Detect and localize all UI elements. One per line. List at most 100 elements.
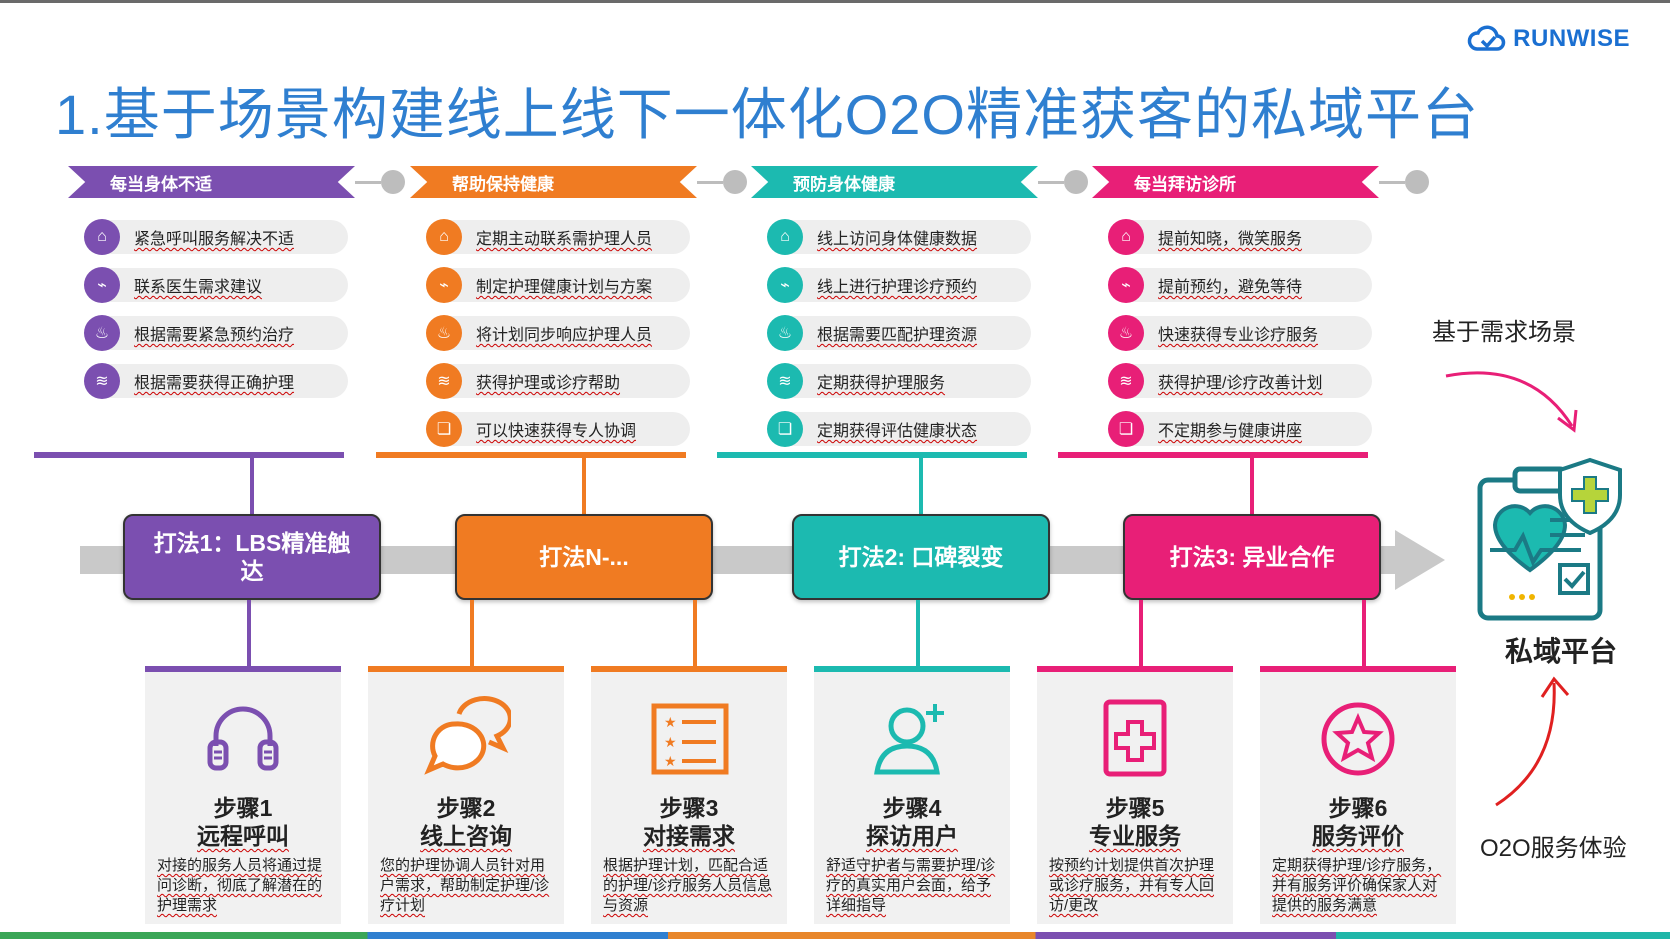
logo-text: RUNWISE bbox=[1513, 25, 1630, 52]
step-description: 定期获得护理/诊疗服务，并有服务评价确保家人对提供的服务满意 bbox=[1272, 857, 1442, 914]
step-number: 步骤2 bbox=[436, 795, 496, 821]
step-number: 步骤3 bbox=[659, 795, 719, 821]
svg-text:★: ★ bbox=[664, 734, 677, 750]
step-card-topbar bbox=[368, 666, 564, 672]
step-card-topbar bbox=[1037, 666, 1233, 672]
scenario-item: ⌂提前知晓，微笑服务 bbox=[1108, 219, 1372, 255]
scenario-banner-label: 预防身体健康 bbox=[751, 166, 1038, 198]
scenario-item: ⌁联系医生需求建议 bbox=[84, 267, 348, 303]
cloud-logo-icon bbox=[1467, 25, 1506, 51]
scenario-item-label: 根据需要紧急预约治疗 bbox=[134, 327, 295, 344]
step-card-topbar bbox=[145, 666, 341, 672]
step-card-topbar bbox=[1260, 666, 1456, 672]
scenario-item-label: 制定护理健康计划与方案 bbox=[476, 279, 653, 296]
scenario-item: ♨ 将计划同步响应护理人员 bbox=[426, 315, 690, 351]
ambulance-icon: ♨ bbox=[767, 315, 803, 351]
scenario-banner: 每当身体不适 bbox=[68, 166, 405, 198]
svg-text:★: ★ bbox=[664, 714, 677, 730]
step-card-topbar bbox=[591, 666, 787, 672]
scenario-item: ❏定期获得评估健康状态 bbox=[767, 411, 1031, 447]
bell-icon: ⌂ bbox=[767, 219, 803, 255]
step-name: 探访用户 bbox=[866, 823, 958, 849]
scenario-item-label: 提前预约，避免等待 bbox=[1158, 279, 1303, 296]
step-connector bbox=[1362, 600, 1366, 666]
bed-icon: ≋ bbox=[767, 363, 803, 399]
step-description: 您的护理协调人员针对用户需求，帮助制定护理/诊疗计划 bbox=[380, 857, 550, 914]
scenario-item: ⌁ 线上进行护理诊疗预约 bbox=[767, 267, 1031, 303]
step-connector bbox=[1139, 600, 1143, 666]
bell-icon: ⌂ bbox=[426, 219, 462, 255]
step-description: 舒适守护者与需要护理/诊疗的真实用户会面，给予详细指导 bbox=[826, 857, 996, 914]
bed-icon: ≋ bbox=[426, 363, 462, 399]
scenario-connector bbox=[1250, 458, 1254, 514]
scenario-banner: 每当拜访诊所 bbox=[1092, 166, 1429, 198]
banner-connector bbox=[697, 180, 723, 184]
scenario-item: ⌂ 定期主动联系需护理人员 bbox=[426, 219, 690, 255]
top-border bbox=[0, 0, 1670, 3]
play-box: 打法2: 口碑裂变 bbox=[792, 514, 1050, 600]
scenario-item-label: 定期主动联系需护理人员 bbox=[476, 231, 653, 248]
scenario-banner: 预防身体健康 bbox=[751, 166, 1088, 198]
cards-icon: ❏ bbox=[1108, 411, 1144, 447]
scenario-item: ⌂紧急呼叫服务解决不适 bbox=[84, 219, 348, 255]
private-platform-label: 私域平台 bbox=[1505, 636, 1618, 667]
step-name: 远程呼叫 bbox=[197, 823, 289, 849]
scenario-item-label: 联系医生需求建议 bbox=[134, 279, 263, 296]
play-label: 打法1：LBS精准触达 bbox=[153, 530, 351, 584]
page-title: 1.基于场景构建线上线下一体化O2O精准获客的私域平台 bbox=[55, 83, 1479, 146]
curved-arrow-down-icon bbox=[1445, 371, 1578, 433]
step-number: 步骤1 bbox=[213, 795, 273, 821]
scenario-item-label: 线上进行护理诊疗预约 bbox=[817, 279, 978, 296]
scenario-item-label: 定期获得评估健康状态 bbox=[817, 423, 978, 440]
step-description: 对接的服务人员将通过提问诊断，彻底了解潜在的护理需求 bbox=[157, 857, 323, 914]
scenario-connector bbox=[582, 458, 586, 514]
scenario-item: ♨ 根据需要匹配护理资源 bbox=[767, 315, 1031, 351]
scenario-item: ❏ 不定期参与健康讲座 bbox=[1108, 411, 1372, 447]
step-number: 步骤4 bbox=[882, 795, 942, 821]
scenario-item-label: 将计划同步响应护理人员 bbox=[476, 327, 653, 344]
step-card-topbar bbox=[814, 666, 1010, 672]
scenario-item: ♨根据需要紧急预约治疗 bbox=[84, 315, 348, 351]
play-label: 打法N-... bbox=[539, 544, 629, 570]
step-name: 线上咨询 bbox=[420, 823, 512, 849]
bottom-color-strip bbox=[0, 932, 1670, 939]
scenario-item: ⌂线上访问身体健康数据 bbox=[767, 219, 1031, 255]
banner-connector bbox=[1038, 180, 1064, 184]
play-label: 打法3: 异业合作 bbox=[1169, 544, 1335, 570]
treadmill-icon: ⌁ bbox=[767, 267, 803, 303]
bed-icon: ≋ bbox=[84, 363, 120, 399]
scenario-item: ⌁制定护理健康计划与方案 bbox=[426, 267, 690, 303]
scenario-item-label: 定期获得护理服务 bbox=[817, 375, 946, 392]
scenario-item-label: 根据需要匹配护理资源 bbox=[817, 327, 978, 344]
play-box: 打法1：LBS精准触达 bbox=[123, 514, 381, 600]
banner-dot bbox=[723, 170, 747, 194]
step-description: 按预约计划提供首次护理或诊疗服务，并有专人回访/更改 bbox=[1049, 857, 1215, 914]
scenario-item-label: 不定期参与健康讲座 bbox=[1158, 423, 1303, 440]
banner-dot bbox=[381, 170, 405, 194]
step-number: 步骤5 bbox=[1105, 795, 1165, 821]
scenario-banner-label: 每当身体不适 bbox=[68, 166, 355, 198]
scenario-underline bbox=[1058, 452, 1368, 458]
scenario-banner: 帮助保持健康 bbox=[410, 166, 747, 198]
step-connector bbox=[470, 600, 474, 666]
scenario-item-label: 提前知晓，微笑服务 bbox=[1158, 231, 1303, 248]
curved-arrow-up-icon bbox=[1495, 676, 1570, 807]
play-box: 打法3: 异业合作 bbox=[1123, 514, 1381, 600]
step-connector bbox=[247, 600, 251, 666]
need-scenario-label: 基于需求场景 bbox=[1432, 319, 1576, 346]
star-badge-icon bbox=[1313, 694, 1403, 784]
treadmill-icon: ⌁ bbox=[1108, 267, 1144, 303]
add-user-icon bbox=[867, 694, 957, 784]
clipboard-shield-icon bbox=[1477, 457, 1622, 621]
scenario-item: ⌁ 提前预约，避免等待 bbox=[1108, 267, 1372, 303]
scenario-banner-label: 每当拜访诊所 bbox=[1092, 166, 1379, 198]
scenario-item-label: 获得护理或诊疗帮助 bbox=[476, 375, 621, 392]
ambulance-icon: ♨ bbox=[426, 315, 462, 351]
scenario-underline bbox=[717, 452, 1027, 458]
scenario-item: ❏可以快速获得专人协调 bbox=[426, 411, 690, 447]
scenario-underline bbox=[376, 452, 686, 458]
scenario-connector bbox=[250, 458, 254, 514]
